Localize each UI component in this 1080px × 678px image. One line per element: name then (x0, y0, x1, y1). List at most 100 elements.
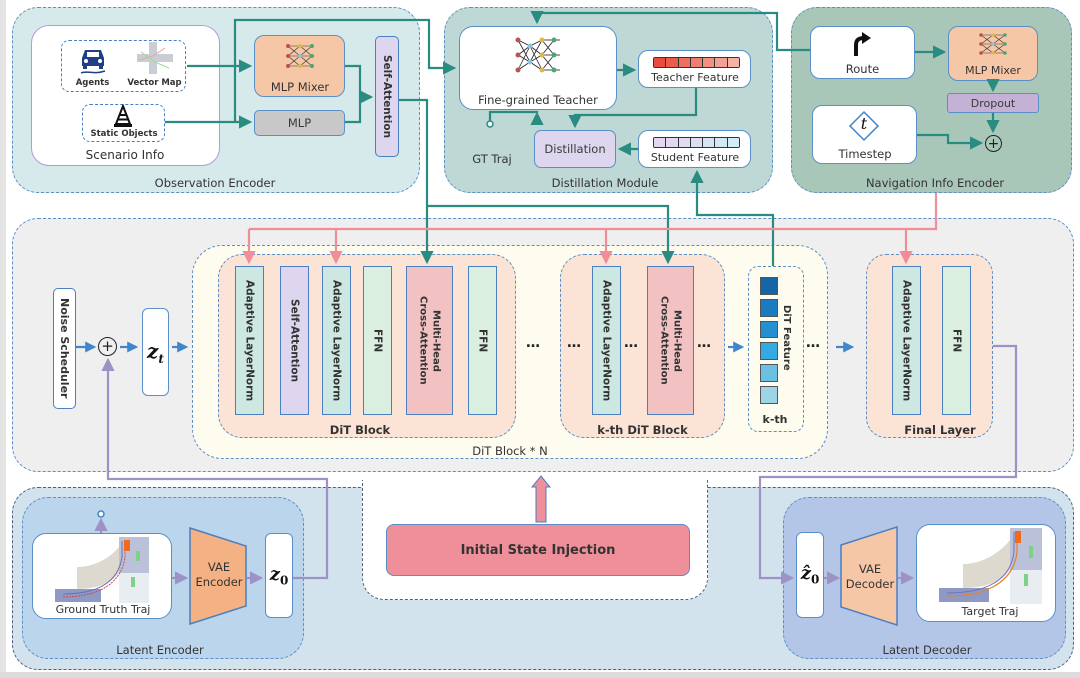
ellipsis-5: … (806, 335, 821, 351)
student-feature-cell (715, 138, 728, 147)
teacher-feature-vector (653, 57, 740, 68)
fine-grained-teacher-label: Fine-grained Teacher (478, 93, 598, 107)
traffic-cone-icon (112, 103, 134, 128)
teacher-feature-cell (666, 58, 679, 67)
dit-adaptive-layernorm-1: Adaptive LayerNorm (235, 266, 264, 415)
vae-decoder-label: VAE Decoder (845, 562, 895, 591)
dit-self-attention: Self-Attention (280, 266, 309, 415)
student-feature-cell (666, 138, 679, 147)
final-adaptive-layernorm: Adaptive LayerNorm (892, 266, 921, 415)
nav-neural-network-icon (978, 30, 1008, 58)
z0-box: z0 (265, 533, 293, 618)
obs-mlp-label: MLP (287, 116, 312, 130)
teacher-feature-cell (703, 58, 716, 67)
zt-base: z (147, 338, 159, 363)
scenario-info-label: Scenario Info (85, 148, 165, 162)
dropout-box: Dropout (947, 93, 1039, 113)
gt-traj-label: GT Traj (472, 152, 512, 166)
student-feature-cell (690, 138, 704, 147)
final-layer-label: Final Layer (904, 423, 976, 437)
car-icon (77, 44, 109, 76)
student-feature-box (638, 130, 751, 168)
dit-multi-head-cross-attention: Multi-Head Cross-Attention (406, 266, 453, 415)
ellipsis-4: … (697, 335, 712, 351)
student-feature-cell (703, 138, 716, 147)
initial-state-injection-box: Initial State Injection (386, 524, 690, 576)
obs-self-attention-label: Self-Attention (381, 54, 393, 139)
static-objects-label: Static Objects (90, 129, 158, 139)
noise-sum-plus: + (101, 337, 114, 355)
obs-self-attention-box: Self-Attention (375, 36, 399, 157)
noise-scheduler-label: Noise Scheduler (58, 298, 71, 399)
vae-encoder-label: VAE Encoder (195, 560, 243, 589)
obs-mlp-mixer-label: MLP Mixer (270, 80, 330, 94)
dit-layer-label: Self-Attention (288, 298, 301, 383)
distillation-label: Distillation (544, 142, 606, 156)
route-turn-arrow-icon (850, 31, 874, 57)
z0-base: z (269, 563, 280, 585)
initial-state-injection-label: Initial State Injection (460, 542, 616, 558)
student-feature-vector (653, 137, 740, 148)
dit-block-group-label: DiT Block * N (472, 444, 548, 458)
dit-ffn-2: FFN (468, 266, 497, 415)
zt-label: zt (147, 339, 164, 366)
vector-map-icon (135, 40, 175, 76)
nav-mlp-mixer-label: MLP Mixer (965, 64, 1021, 77)
page-frame-left (0, 0, 6, 678)
kth-dit-block-label: k-th DiT Block (597, 423, 688, 437)
dit-feature-label-wrap: DiT Feature (781, 305, 792, 375)
dit-feature-cell (760, 320, 778, 339)
teacher-feature-cell (690, 58, 704, 67)
final-layer-panel (866, 254, 993, 438)
obs-neural-network-icon (285, 40, 315, 72)
distillation-box: Distillation (534, 130, 616, 168)
dit-layer-label: Adaptive LayerNorm (330, 279, 343, 402)
teacher-feature-cell (678, 58, 691, 67)
z0-label: z0 (270, 564, 289, 588)
dit-adaptive-layernorm-2: Adaptive LayerNorm (322, 266, 351, 415)
teacher-feature-cell (654, 58, 667, 67)
static-objects-group (82, 104, 165, 142)
ellipsis-1: … (526, 335, 541, 351)
dit-feature-cell (760, 298, 778, 317)
teacher-feature-label: Teacher Feature (651, 71, 739, 84)
agents-label: Agents (75, 78, 110, 88)
dit-layer-label: FFN (476, 328, 489, 353)
ellipsis-2: … (567, 335, 582, 351)
dit-feature-cell (760, 364, 778, 383)
z0hat-base: ẑ (800, 563, 811, 585)
student-feature-cell (727, 138, 739, 147)
student-feature-cell (654, 138, 667, 147)
final-layer-item-label: FFN (950, 328, 963, 353)
agents-map-group (61, 40, 186, 92)
target-traj-image (937, 528, 1042, 604)
timestep-diamond-icon (848, 110, 880, 142)
z0-sub: 0 (279, 573, 289, 588)
kth-layer-label: Adaptive LayerNorm (600, 279, 613, 402)
noise-sum-icon: + (98, 337, 117, 356)
teacher-feature-cell (715, 58, 728, 67)
student-feature-cell (678, 138, 691, 147)
page-frame-bottom (0, 672, 1080, 678)
observation-encoder-title: Observation Encoder (154, 176, 276, 190)
zt-box: zt (142, 308, 169, 396)
distillation-module-title: Distillation Module (551, 176, 659, 190)
ellipsis-3: … (624, 335, 639, 351)
ground-truth-traj-image (53, 537, 149, 603)
kth-multi-head-cross-attention: Multi-Head Cross-Attention (647, 266, 694, 415)
final-ffn: FFN (942, 266, 971, 415)
scenario-info-box (31, 25, 220, 166)
kth-adaptive-layernorm: Adaptive LayerNorm (592, 266, 621, 415)
kth-dit-block (560, 254, 725, 438)
kth-layer-label: Multi-Head Cross-Attention (658, 296, 683, 385)
teacher-neural-network-icon (514, 32, 562, 78)
latent-decoder-title: Latent Decoder (882, 643, 972, 657)
noise-scheduler-box: Noise Scheduler (53, 288, 76, 409)
nav-sum-icon: + (985, 135, 1002, 152)
dit-feature-label: DiT Feature (781, 305, 792, 371)
dit-layer-label: FFN (371, 328, 384, 353)
navigation-encoder-title: Navigation Info Encoder (865, 176, 1005, 190)
obs-mlp-box: MLP (254, 110, 345, 136)
dit-feature-cells (760, 277, 778, 404)
zt-sub: t (158, 351, 164, 366)
